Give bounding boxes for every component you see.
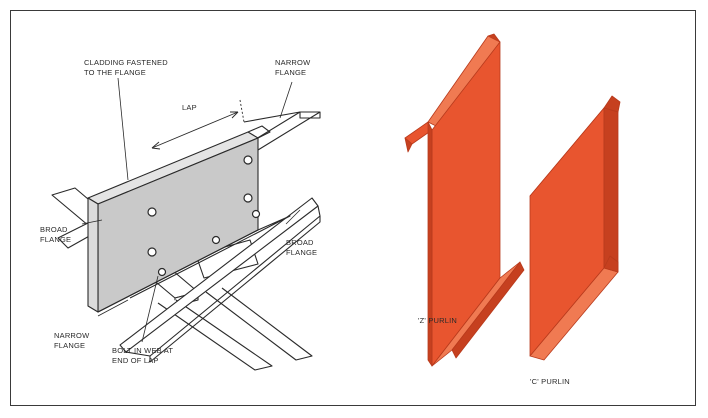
narrow-flange-bottom-label-1: NARROW	[54, 331, 90, 340]
narrow-flange-top-label-1: NARROW	[275, 58, 311, 67]
callout-labels: CLADDING FASTENED TO THE FLANGE NARROW F…	[40, 58, 317, 365]
z-purlin-label: 'Z' PURLIN	[418, 316, 457, 325]
cladding-label-2: TO THE FLANGE	[84, 68, 146, 77]
c-purlin	[529, 95, 621, 361]
leader-lines	[81, 77, 301, 343]
cladding-label-1: CLADDING FASTENED	[84, 58, 168, 67]
broad-flange-left-label-1: BROAD	[40, 225, 68, 234]
z-purlin	[404, 33, 525, 367]
lap-dimension	[151, 99, 245, 150]
bolt	[243, 193, 253, 203]
broad-flange-right-label-1: BROAD	[286, 238, 314, 247]
c-purlin-label: 'C' PURLIN	[530, 377, 570, 386]
bolt	[157, 267, 167, 277]
bolt	[147, 247, 157, 257]
bolt-label-1: BOLT IN WEB AT	[112, 346, 173, 355]
bolts	[147, 155, 261, 277]
broad-flange-right-label-2: FLANGE	[286, 248, 317, 257]
bolt	[147, 207, 157, 217]
bolt	[243, 155, 253, 165]
narrow-flange-top-label-2: FLANGE	[275, 68, 306, 77]
bolt	[251, 209, 261, 219]
narrow-flange-bottom-label-2: FLANGE	[54, 341, 85, 350]
bolt-label-2: END OF LAP	[112, 356, 159, 365]
lapped-web	[87, 125, 291, 313]
lapped-purlin-drawing	[51, 77, 321, 371]
bolt	[211, 235, 221, 245]
lap-label: LAP	[182, 103, 197, 112]
broad-flange-left-label-2: FLANGE	[40, 235, 71, 244]
